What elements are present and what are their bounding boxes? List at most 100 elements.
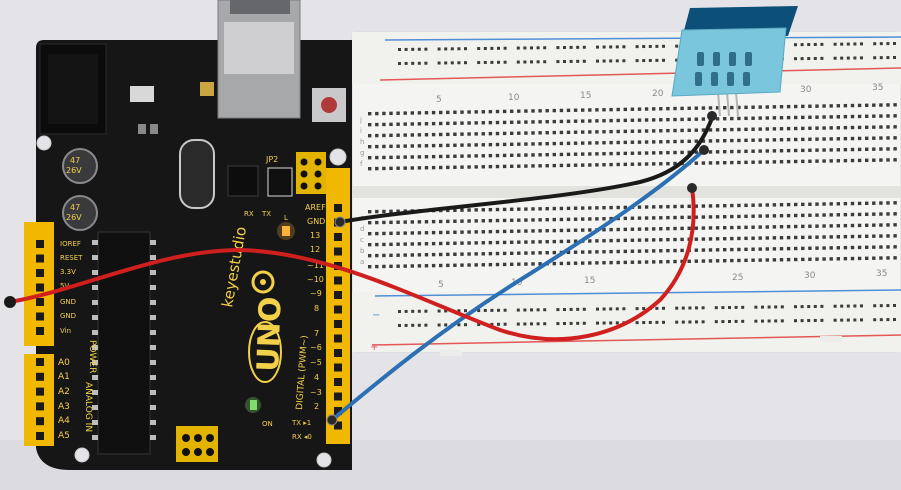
- breadboard-hole: [857, 147, 862, 152]
- breadboard-hole: [588, 152, 592, 156]
- header-hole[interactable]: [334, 363, 342, 372]
- breadboard-hole: [730, 236, 734, 241]
- breadboard-clip: [820, 336, 842, 342]
- breadboard-hole: [815, 246, 819, 250]
- header-hole[interactable]: [334, 276, 342, 285]
- breadboard-hole: [829, 137, 833, 141]
- rail-hole: [530, 46, 533, 50]
- header-hole[interactable]: [334, 291, 342, 299]
- breadboard-hole: [865, 147, 869, 151]
- rail-hole: [615, 59, 619, 63]
- breadboard-hole: [737, 258, 741, 263]
- breadboard-hole: [765, 203, 769, 207]
- breadboard-hole: [822, 115, 826, 119]
- breadboard-hole: [481, 230, 485, 234]
- header-hole[interactable]: [334, 233, 342, 241]
- header-hole[interactable]: [36, 240, 44, 248]
- breadboard-hole: [502, 142, 507, 147]
- breadboard-hole: [474, 208, 478, 212]
- breadboard-hole: [368, 156, 372, 160]
- header-hole[interactable]: [36, 372, 44, 381]
- breadboard-hole: [389, 231, 393, 236]
- breadboard-hole: [794, 159, 798, 164]
- breadboard-hole: [808, 224, 812, 228]
- analog-pin-label: A3: [58, 402, 70, 412]
- breadboard-hole: [488, 262, 493, 267]
- breadboard-hole: [893, 223, 897, 227]
- breadboard-hole: [694, 248, 698, 252]
- header-hole[interactable]: [36, 254, 44, 263]
- breadboard-hole: [552, 163, 556, 168]
- header-hole[interactable]: [334, 349, 342, 357]
- breadboard-hole: [808, 213, 812, 217]
- barrel-jack-inner: [48, 54, 98, 124]
- breadboard-hole: [502, 218, 507, 223]
- header-hole[interactable]: [36, 269, 44, 277]
- breadboard-hole: [872, 256, 876, 260]
- header-hole[interactable]: [334, 334, 342, 343]
- breadboard-hole: [538, 142, 542, 146]
- header-hole[interactable]: [36, 417, 44, 426]
- breadboard-hole: [865, 245, 869, 249]
- header-hole[interactable]: [36, 327, 44, 335]
- rail-hole: [807, 319, 811, 323]
- breadboard-hole: [808, 202, 812, 206]
- rail-hole: [411, 323, 415, 327]
- breadboard-hole: [701, 117, 706, 121]
- breadboard-hole: [687, 204, 691, 208]
- header-hole[interactable]: [36, 387, 44, 396]
- breadboard-hole: [744, 160, 748, 165]
- breadboard-hole: [836, 246, 840, 250]
- bottom-rail-holes: [398, 304, 896, 327]
- breadboard-hole: [623, 205, 627, 210]
- breadboard-hole: [531, 262, 535, 266]
- header-hole[interactable]: [36, 283, 44, 292]
- breadboard-hole: [737, 160, 741, 165]
- breadboard-hole: [431, 121, 436, 126]
- breadboard-clip: [440, 350, 462, 356]
- breadboard-hole: [886, 103, 890, 107]
- breadboard-hole: [808, 257, 812, 261]
- header-hole[interactable]: [36, 358, 44, 366]
- breadboard-hole: [595, 261, 599, 265]
- header-hole[interactable]: [334, 421, 342, 430]
- rail-hole: [563, 60, 566, 63]
- breadboard-hole: [765, 258, 769, 262]
- breadboard-hole: [431, 241, 436, 246]
- header-hole[interactable]: [334, 320, 342, 328]
- rail-hole: [846, 318, 850, 322]
- breadboard-hole: [715, 215, 720, 219]
- breadboard-hole: [843, 114, 848, 119]
- breadboard-hole: [495, 164, 500, 169]
- breadboard-hole: [495, 229, 500, 234]
- mcu-pin: [150, 420, 156, 425]
- breadboard-hole: [623, 129, 627, 134]
- header-hole[interactable]: [36, 298, 44, 306]
- header-hole[interactable]: [334, 305, 342, 314]
- header-hole[interactable]: [36, 432, 44, 440]
- breadboard-hole: [431, 132, 436, 137]
- header-hole[interactable]: [334, 392, 342, 401]
- header-hole[interactable]: [36, 402, 44, 411]
- header-hole[interactable]: [334, 407, 342, 415]
- header-hole[interactable]: [334, 247, 342, 256]
- breadboard-hole: [808, 115, 812, 119]
- header-hole[interactable]: [334, 378, 342, 386]
- header-hole[interactable]: [334, 204, 342, 212]
- breadboard-hole: [850, 147, 855, 152]
- header-hole[interactable]: [36, 312, 44, 321]
- breadboard-hole: [389, 242, 393, 247]
- breadboard-hole: [708, 106, 713, 110]
- rail-hole: [556, 308, 560, 312]
- breadboard-hole: [865, 125, 869, 129]
- reset-button-cap[interactable]: [321, 97, 337, 113]
- rail-hole: [681, 320, 685, 324]
- breadboard-hole: [772, 203, 777, 207]
- rail-hole: [536, 60, 540, 64]
- breadboard-hole: [609, 151, 613, 156]
- breadboard-hole: [581, 217, 585, 221]
- bottom-rail-blue-line: [374, 289, 901, 297]
- breadboard-hole: [417, 166, 422, 170]
- breadboard-hole: [460, 165, 464, 169]
- rail-hole: [794, 43, 797, 47]
